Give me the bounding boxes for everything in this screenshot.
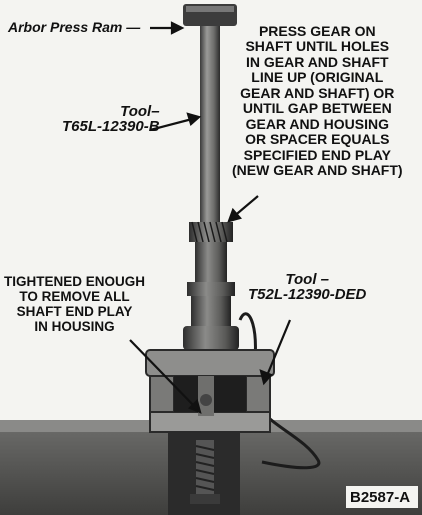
gear (189, 221, 233, 243)
arrow-tightened (129, 339, 197, 409)
tool-t65l-label: Tool– T65L-12390-B (62, 103, 160, 135)
tool-t52l-label: Tool – T52L-12390-DED (248, 271, 367, 303)
arbor-press-ram-label: Arbor Press Ram — (8, 19, 141, 35)
adjusting-screw (190, 440, 220, 504)
figure-id: B2587-A (350, 489, 411, 506)
arrow-tool-a (149, 116, 197, 132)
holding-fixture (145, 349, 275, 433)
tool-shaft (200, 26, 220, 226)
press-gear-instructions: PRESS GEAR ON SHAFT UNTIL HOLES IN GEAR … (232, 23, 403, 179)
tightened-note: TIGHTENED ENOUGH TO REMOVE ALL SHAFT END… (4, 274, 146, 334)
press-table-left (0, 428, 168, 515)
arrow-tool-b (264, 319, 292, 379)
